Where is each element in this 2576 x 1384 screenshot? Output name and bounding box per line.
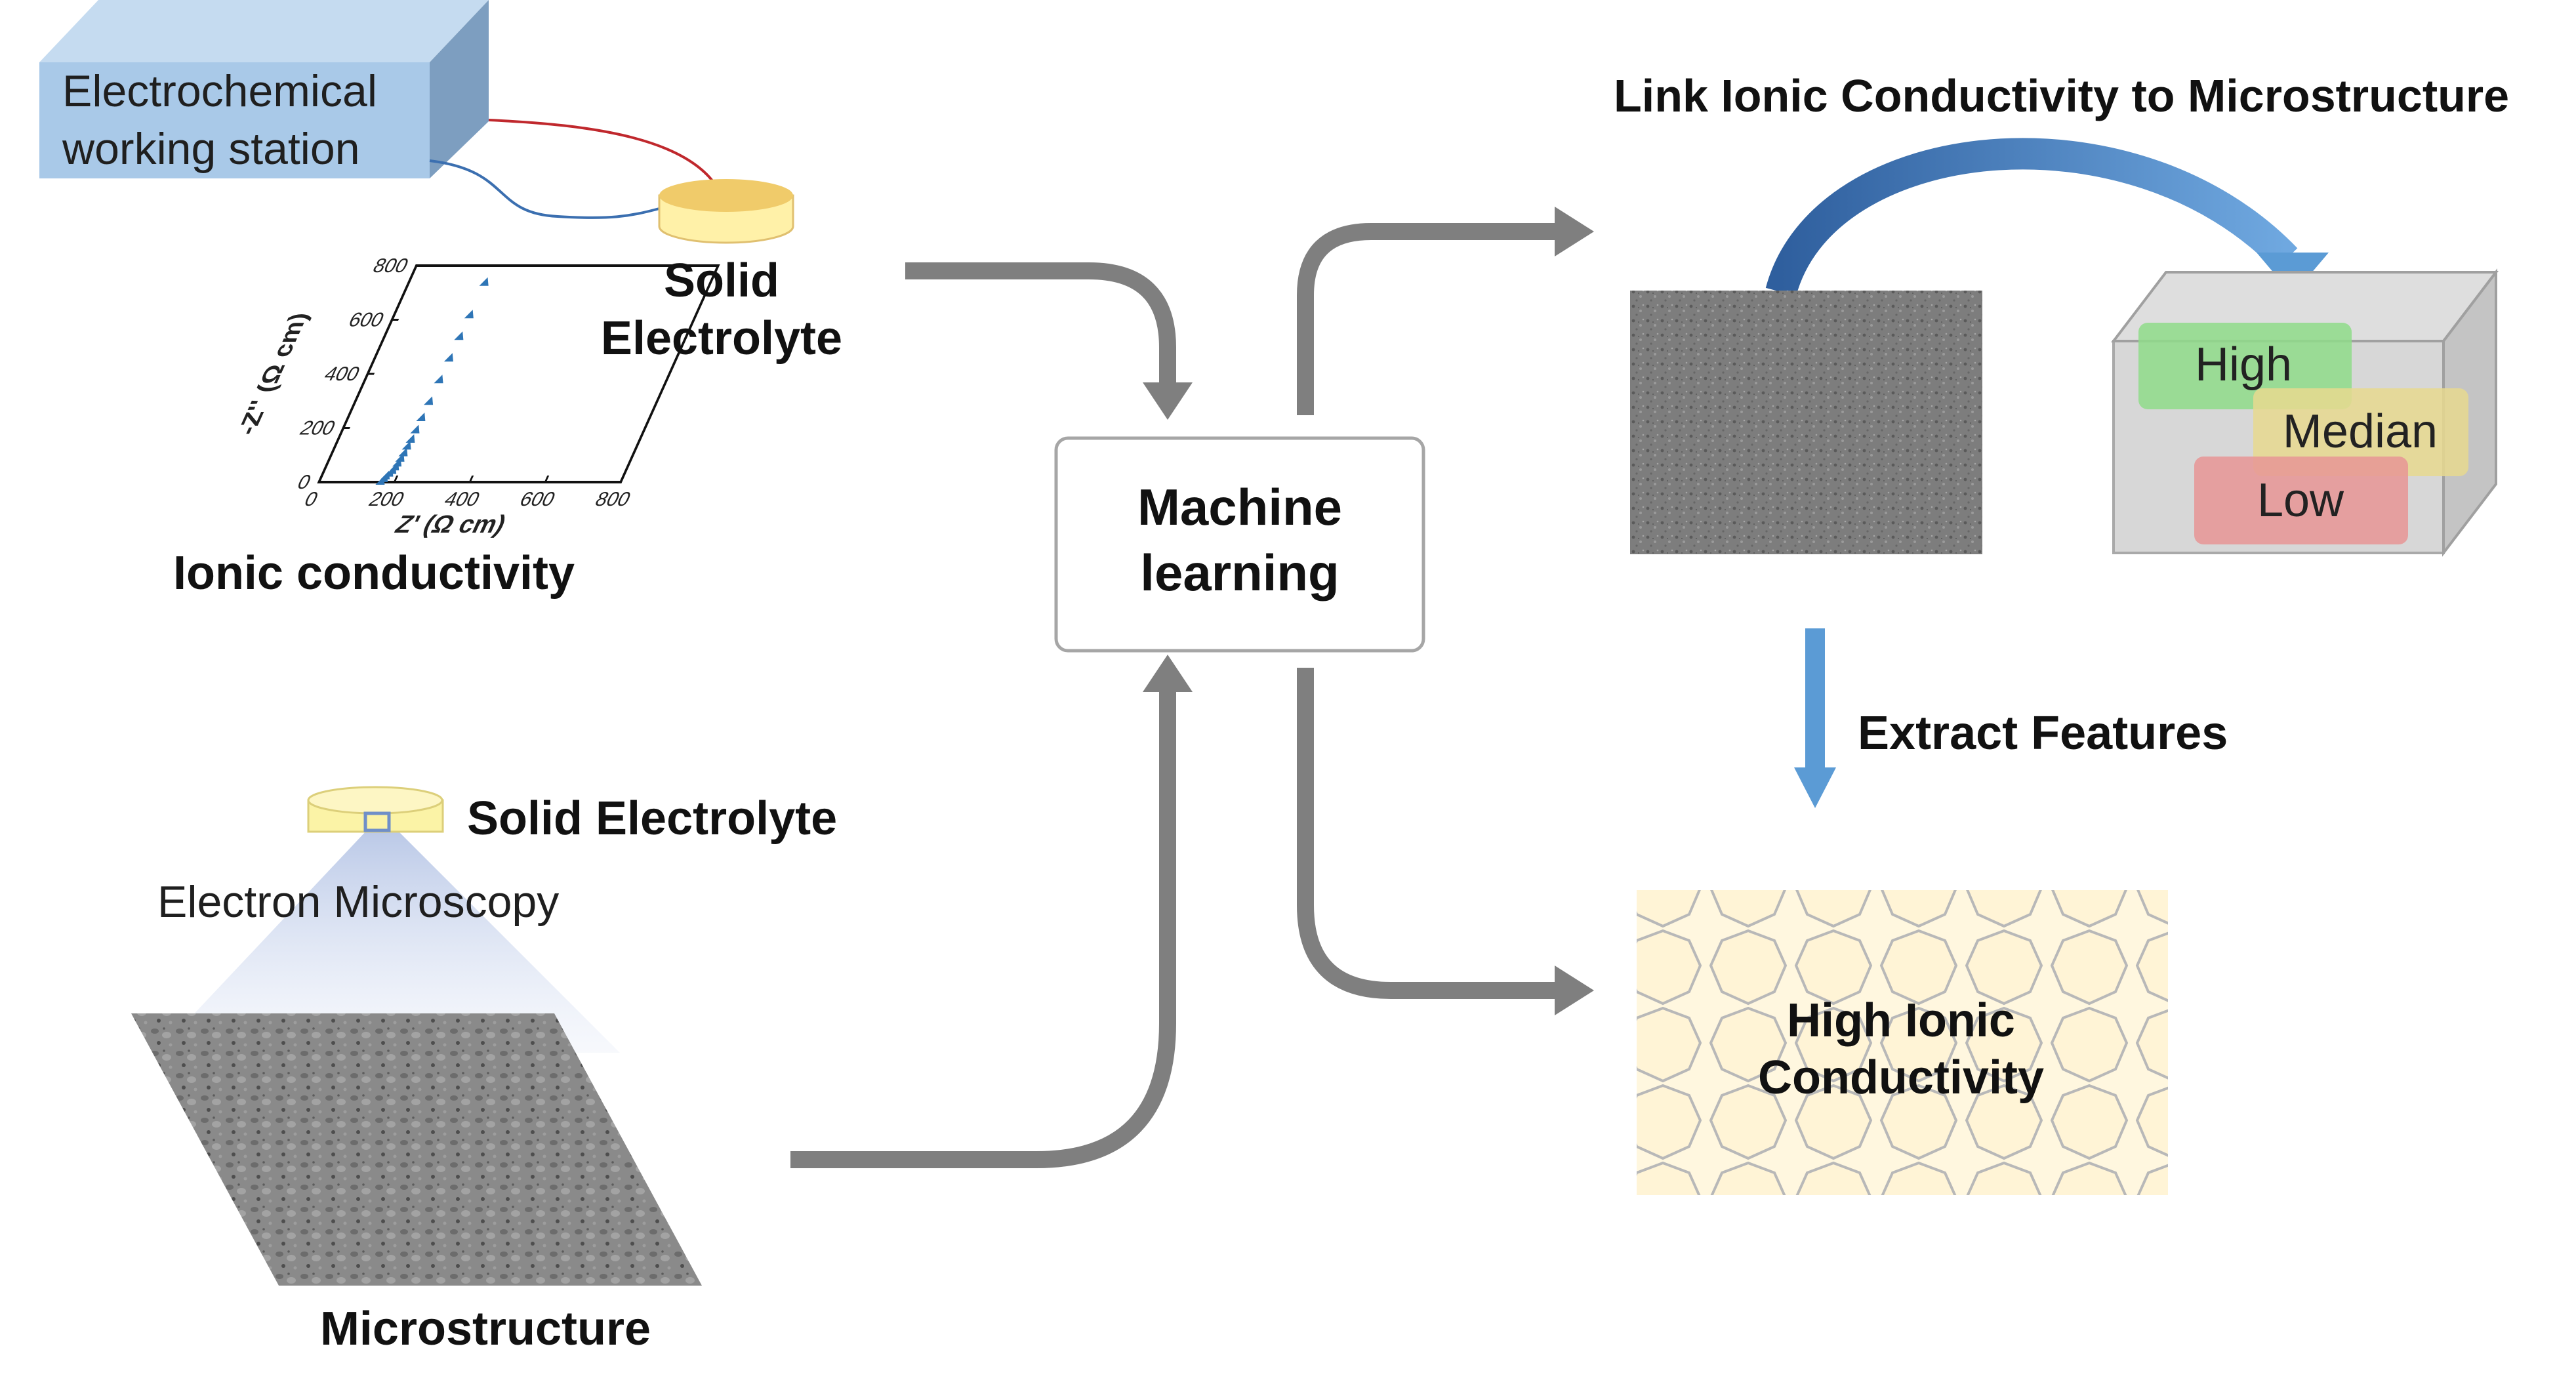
x-tick-label: 400 (441, 488, 483, 510)
electron-beam-cone (157, 830, 620, 1053)
arrow-microstructure-to-ml (790, 689, 1176, 1168)
machine-learning-line2: learning (1140, 544, 1339, 601)
x-tick-mark (468, 476, 474, 482)
x-tick-mark (619, 476, 625, 482)
nyquist-y-axis-label: -Z'' (Ω cm) (232, 313, 314, 435)
x-tick-mark (544, 476, 550, 482)
flow-arrowheads (1143, 207, 1594, 1015)
x-tick-mark (317, 476, 323, 482)
machine-learning-line1: Machine (1137, 478, 1342, 536)
solid-electrolyte-pellet-top (658, 179, 794, 244)
workstation-front-face (39, 62, 430, 178)
sem-micrograph (1630, 291, 1982, 554)
machine-learning-box (1054, 436, 1425, 653)
workstation-box: Electrochemical working station (39, 0, 489, 178)
workstation-top-face (39, 0, 489, 62)
microstructure-caption: Microstructure (320, 1303, 651, 1355)
y-tick-label: 800 (369, 254, 412, 276)
class-high-chip (2138, 323, 2352, 409)
nyquist-plot-frame (317, 264, 720, 483)
workstation-label-line2: working station (62, 124, 360, 174)
impedance-data-point (416, 413, 426, 421)
nyquist-x-axis-label: Z' (Ω cm) (391, 511, 511, 539)
impedance-data-point (424, 396, 434, 405)
nyquist-points (375, 277, 489, 485)
class-median-chip (2253, 388, 2468, 476)
high-ionic-line1: High Ionic (1787, 994, 2015, 1047)
electron-microscopy-label: Electron Microscopy (157, 877, 559, 927)
blue-wire (429, 159, 660, 219)
x-tick-mark (393, 476, 399, 482)
y-tick-label: 600 (345, 309, 388, 331)
red-wire (488, 119, 723, 196)
arrow-impedance-to-ml (905, 262, 1176, 384)
extract-features-label: Extract Features (1858, 707, 2228, 760)
sample-region-marker (363, 811, 391, 832)
class-median-label: Median (2283, 405, 2438, 458)
impedance-data-point (401, 441, 411, 450)
arrow-ml-to-link (1297, 223, 1558, 415)
class-high-label: High (2195, 338, 2292, 391)
impedance-data-point (405, 434, 415, 443)
x-tick-label: 200 (365, 488, 408, 510)
solid-electrolyte-top-line2: Electrolyte (601, 312, 842, 365)
high-ionic-line2: Conductivity (1758, 1051, 2044, 1104)
impedance-data-point (434, 375, 443, 384)
extract-features-arrow-shaft (1805, 628, 1825, 771)
sem-micrograph-skewed (131, 1013, 702, 1286)
y-tick-label: 400 (321, 363, 363, 384)
impedance-data-point (443, 353, 453, 362)
impedance-data-point (479, 277, 489, 286)
extract-features-arrowhead (1794, 767, 1836, 808)
solid-electrolyte-pellet-bottom (307, 786, 444, 833)
link-title: Link Ionic Conductivity to Microstructur… (1614, 70, 2509, 121)
impedance-data-point (464, 310, 474, 319)
flow-arrows (790, 223, 1558, 1168)
solid-electrolyte-top-line1: Solid (664, 254, 779, 307)
link-arc-arrow (1765, 138, 2298, 296)
grain-structure-panel (1637, 890, 2168, 1195)
classification-box: High Median Low (2110, 268, 2499, 557)
impedance-data-point (454, 331, 464, 340)
impedance-data-point (410, 424, 420, 434)
arrow-ml-to-prediction (1297, 668, 1558, 999)
class-low-chip (2194, 457, 2408, 544)
x-tick-label: 800 (592, 488, 634, 510)
impedance-data-point (380, 470, 390, 479)
y-tick-label: 200 (296, 417, 339, 439)
class-low-label: Low (2257, 474, 2344, 527)
workstation-label-line1: Electrochemical (62, 66, 377, 116)
impedance-data-point (398, 447, 408, 457)
solid-electrolyte-bottom-label: Solid Electrolyte (467, 792, 837, 845)
ionic-conductivity-caption: Ionic conductivity (173, 547, 575, 600)
workstation-side-face (430, 0, 489, 178)
x-tick-label: 600 (516, 488, 559, 510)
